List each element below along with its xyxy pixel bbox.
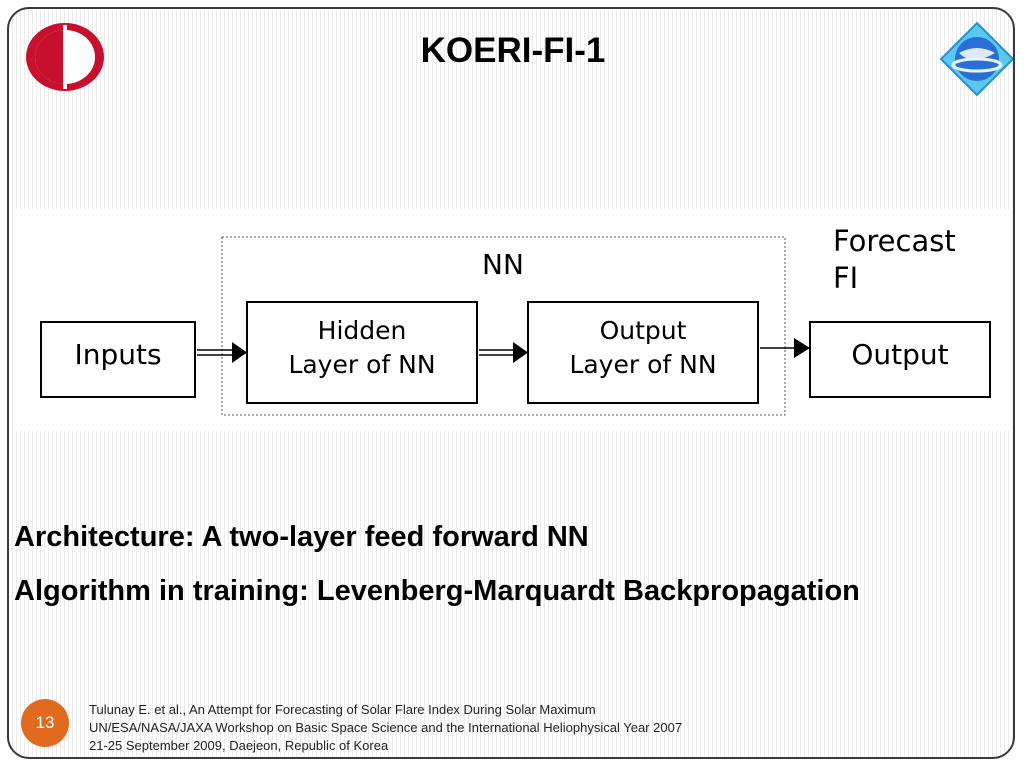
footer-line-3: 21-25 September 2009, Daejeon, Republic … <box>89 738 389 753</box>
footer-line-2: UN/ESA/NASA/JAXA Workshop on Basic Space… <box>89 720 683 735</box>
nn-group-border <box>221 236 786 416</box>
nn-label: NN <box>482 248 524 281</box>
hidden-layer-label-2: Layer of NN <box>288 350 435 379</box>
hidden-layer-box <box>246 301 478 404</box>
arrow-hidden-to-output-layer <box>479 342 528 363</box>
observatory-globe-logo-icon <box>937 19 1013 104</box>
architecture-text: Architecture: A two-layer feed forward N… <box>14 521 589 553</box>
output-box-label: Output <box>851 338 948 371</box>
algorithm-text: Algorithm in training: Levenberg-Marquar… <box>14 575 860 607</box>
output-box <box>809 321 991 398</box>
arrow-output-layer-to-output <box>760 338 810 358</box>
inputs-box <box>40 321 196 398</box>
inputs-box-label: Inputs <box>74 338 161 371</box>
university-logo-icon <box>23 19 107 100</box>
output-layer-label-1: Output <box>600 316 687 345</box>
hidden-layer-label-1: Hidden <box>318 316 407 345</box>
forecast-label: Forecast <box>833 224 956 258</box>
footer-line-1: Tulunay E. et al., An Attempt for Foreca… <box>89 702 596 717</box>
slide-title: KOERI-FI-1 <box>420 31 606 70</box>
output-layer-label-2: Layer of NN <box>569 350 716 379</box>
slide-frame: KOERI-FI-1 NN Forecast FI Inputs <box>7 7 1015 759</box>
arrow-inputs-to-hidden <box>197 342 247 363</box>
nn-architecture-diagram: NN Forecast FI Inputs Hidden Layer of NN… <box>16 209 1010 431</box>
output-layer-box <box>527 301 759 404</box>
forecast-fi-label: FI <box>833 261 858 295</box>
page-number-badge: 13 <box>21 699 69 747</box>
footer-citation: Tulunay E. et al., An Attempt for Foreca… <box>89 701 682 755</box>
